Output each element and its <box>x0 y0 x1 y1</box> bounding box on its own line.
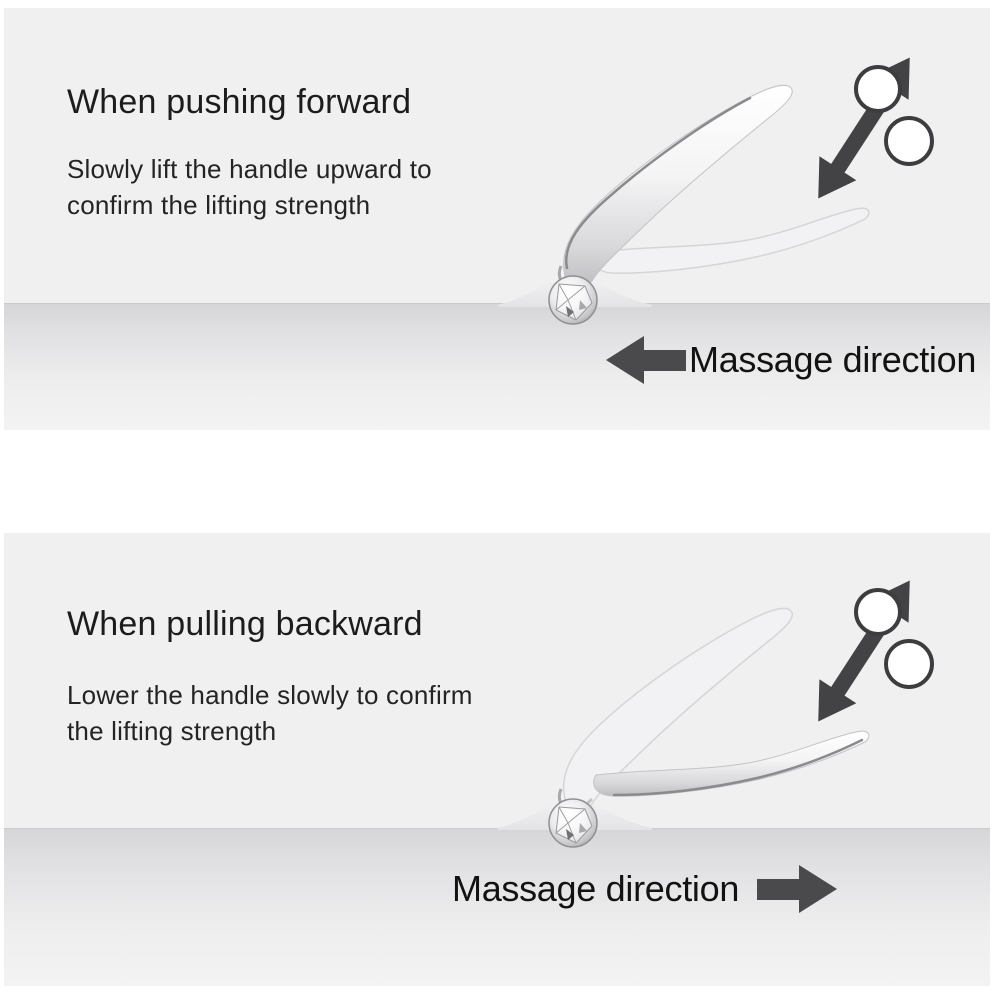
massage-direction-label: Massage direction <box>452 868 740 909</box>
body-line: confirm the lifting strength <box>67 190 371 220</box>
panel-pushing-forward <box>4 8 990 303</box>
roller-spin-arrows-icon <box>797 43 934 213</box>
body-line: Lower the handle slowly to confirm <box>67 680 473 710</box>
panel-pulling-backward <box>4 533 990 828</box>
roller-spin-arrows-icon <box>797 566 934 736</box>
massage-direction-row-bottom: Massage direction <box>452 863 838 915</box>
face-roller-device-illustration-top <box>498 43 934 326</box>
face-roller-device-illustration-bottom <box>498 566 934 849</box>
surface-band-top <box>4 303 990 430</box>
body-pulling-backward: Lower the handle slowly to confirm the l… <box>67 677 473 749</box>
arrow-right-icon <box>757 865 838 913</box>
heading-pushing-forward: When pushing forward <box>67 83 412 121</box>
massage-direction-label: Massage direction <box>689 339 977 380</box>
body-line: the lifting strength <box>67 716 277 746</box>
body-pushing-forward: Slowly lift the handle upward to confirm… <box>67 151 432 223</box>
body-line: Slowly lift the handle upward to <box>67 154 432 184</box>
arrow-left-icon <box>606 336 686 384</box>
heading-pulling-backward: When pulling backward <box>67 605 423 643</box>
massage-direction-row-top: Massage direction <box>606 334 976 386</box>
